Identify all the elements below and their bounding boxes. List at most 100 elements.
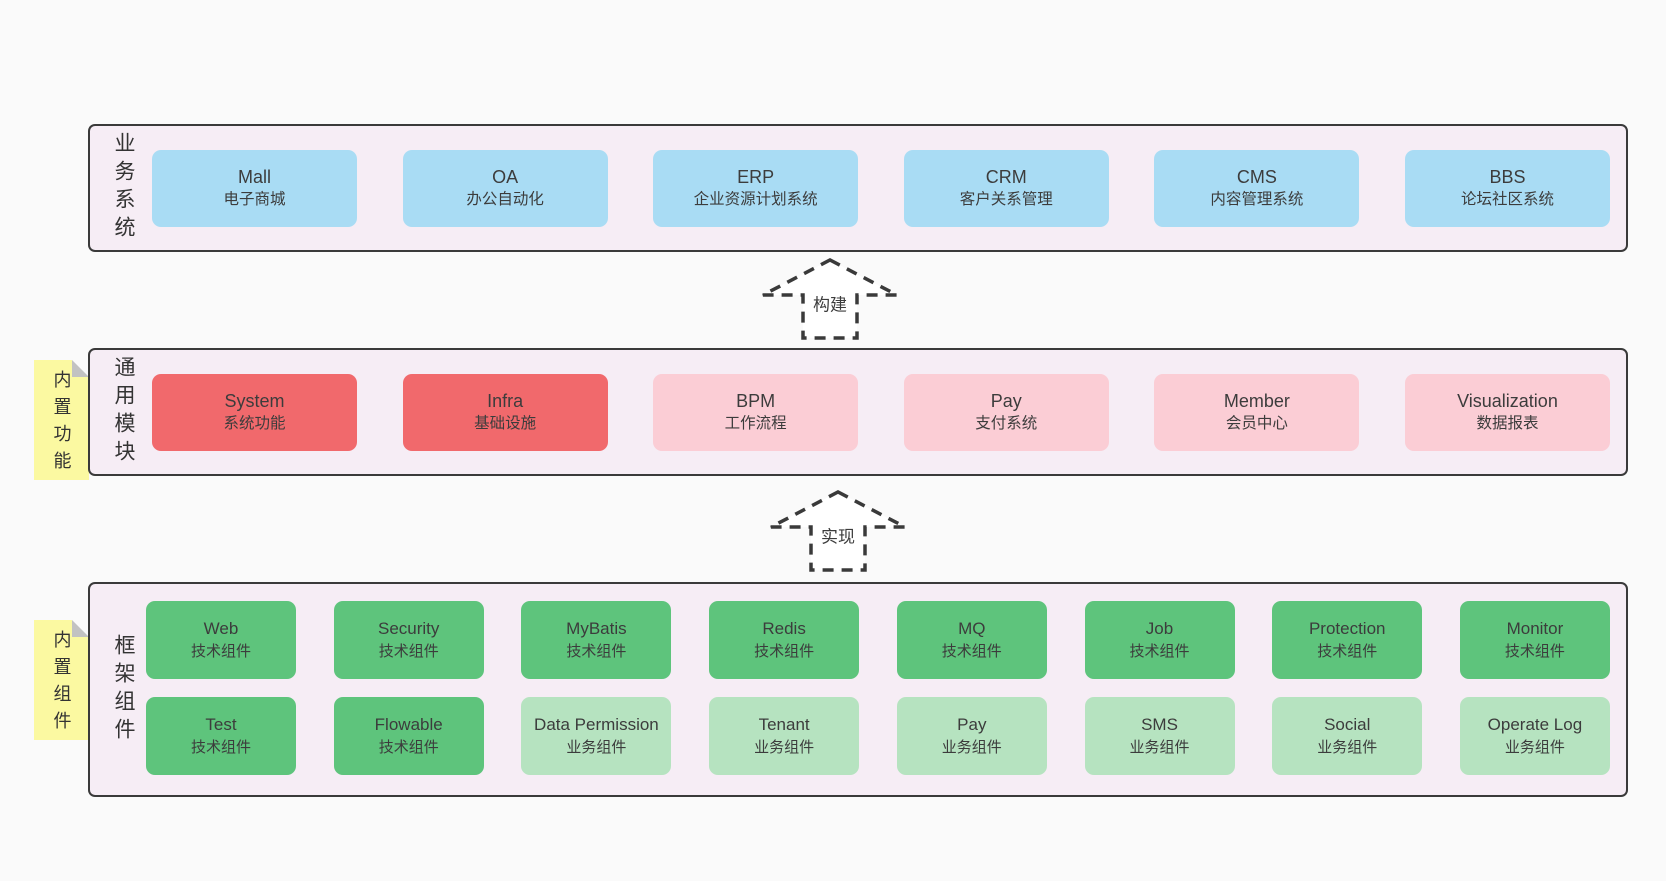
box-title: Redis [762, 618, 806, 638]
box-title: Social [1324, 714, 1371, 734]
arrow-label-implement: 实现 [818, 520, 858, 550]
box-mall: Mall 电子商城 [152, 149, 357, 227]
box-subtitle: 技术组件 [566, 642, 627, 660]
box-subtitle: 系统功能 [223, 414, 286, 432]
box-title: Pay [957, 714, 987, 734]
sticky-label: 内置功能 [51, 370, 72, 478]
box-title: System [224, 390, 285, 411]
box-subtitle: 内容管理系统 [1210, 190, 1304, 208]
box-title: Job [1145, 618, 1174, 638]
up-arrow-build: 构建 [760, 257, 900, 341]
box-test: Test 技术组件 [146, 697, 296, 775]
box-title: Test [205, 714, 237, 734]
box-subtitle: 技术组件 [1129, 642, 1190, 660]
box-pay-system: Pay 支付系统 [903, 373, 1109, 451]
box-title: Security [377, 618, 440, 638]
box-subtitle: 技术组件 [190, 642, 251, 660]
box-title: Web [203, 618, 239, 638]
box-title: MyBatis [566, 618, 627, 638]
box-title: BBS [1489, 166, 1526, 187]
box-subtitle: 业务组件 [1317, 738, 1378, 756]
up-arrow-implement: 实现 [768, 489, 908, 573]
sticky-label: 内置组件 [51, 630, 72, 738]
business-box-row: Mall 电子商城 OA 办公自动化 ERP 企业资源计划系统 CRM 客户关系… [152, 126, 1610, 250]
box-mybatis: MyBatis 技术组件 [521, 601, 672, 679]
box-title: SMS [1141, 714, 1178, 734]
box-tenant: Tenant 业务组件 [709, 697, 860, 775]
box-subtitle: 技术组件 [754, 642, 815, 660]
box-title: Monitor [1506, 618, 1564, 638]
box-bpm: BPM 工作流程 [653, 373, 859, 451]
component-row-1: Web 技术组件 Security 技术组件 MyBatis 技术组件 Redi… [146, 601, 1610, 679]
component-row-2: Test 技术组件 Flowable 技术组件 Data Permission … [146, 697, 1610, 775]
section-label-framework-components: 框架组件 [112, 633, 135, 746]
box-subtitle: 会员中心 [1225, 414, 1288, 432]
box-title: MQ [958, 618, 986, 638]
box-web: Web 技术组件 [146, 601, 296, 679]
box-title: BPM [736, 390, 776, 411]
section-label-common-modules: 通用模块 [112, 356, 135, 468]
box-erp: ERP 企业资源计划系统 [653, 149, 859, 227]
box-social: Social 业务组件 [1272, 697, 1423, 775]
box-infra: Infra 基础设施 [402, 373, 608, 451]
box-subtitle: 技术组件 [378, 642, 439, 660]
box-subtitle: 办公自动化 [466, 190, 544, 208]
box-subtitle: 电子商城 [223, 190, 286, 208]
box-data-permission: Data Permission 业务组件 [521, 697, 672, 775]
box-subtitle: 业务组件 [941, 738, 1002, 756]
box-title: Tenant [758, 714, 810, 734]
box-flowable: Flowable 技术组件 [333, 697, 484, 775]
box-pay-component: Pay 业务组件 [896, 697, 1047, 775]
folded-corner-icon [72, 620, 89, 637]
box-title: Protection [1308, 618, 1386, 638]
section-common-modules: 通用模块 System 系统功能 Infra 基础设施 BPM 工作流程 Pay… [88, 348, 1628, 476]
box-title: Flowable [374, 714, 443, 734]
box-member: Member 会员中心 [1154, 373, 1360, 451]
box-subtitle: 技术组件 [1504, 642, 1565, 660]
box-system: System 系统功能 [152, 373, 357, 451]
box-subtitle: 业务组件 [754, 738, 815, 756]
box-subtitle: 支付系统 [975, 414, 1038, 432]
box-security: Security 技术组件 [333, 601, 484, 679]
box-title: OA [492, 166, 519, 187]
box-title: Pay [990, 390, 1022, 411]
box-title: CRM [985, 166, 1027, 187]
box-title: Member [1223, 390, 1290, 411]
box-subtitle: 技术组件 [1317, 642, 1378, 660]
box-subtitle: 论坛社区系统 [1460, 190, 1554, 208]
box-title: Operate Log [1487, 714, 1583, 734]
box-subtitle: 技术组件 [378, 738, 439, 756]
component-box-grid: Web 技术组件 Security 技术组件 MyBatis 技术组件 Redi… [146, 601, 1610, 775]
box-subtitle: 业务组件 [1129, 738, 1190, 756]
box-title: CMS [1236, 166, 1277, 187]
box-monitor: Monitor 技术组件 [1459, 601, 1610, 679]
arrow-label-build: 构建 [810, 288, 850, 318]
box-subtitle: 客户关系管理 [959, 190, 1053, 208]
box-title: Infra [487, 390, 524, 411]
box-mq: MQ 技术组件 [896, 601, 1047, 679]
box-bbs: BBS 论坛社区系统 [1404, 149, 1610, 227]
box-subtitle: 业务组件 [1504, 738, 1565, 756]
box-oa: OA 办公自动化 [402, 149, 608, 227]
module-box-row: System 系统功能 Infra 基础设施 BPM 工作流程 Pay 支付系统… [152, 350, 1610, 474]
box-job: Job 技术组件 [1084, 601, 1235, 679]
folded-corner-icon [72, 360, 89, 377]
box-title: Visualization [1457, 390, 1558, 411]
section-framework-components: 框架组件 Web 技术组件 Security 技术组件 MyBatis 技术组件… [88, 582, 1628, 797]
section-label-business-systems: 业务系统 [112, 132, 135, 244]
box-title: ERP [737, 166, 775, 187]
box-subtitle: 企业资源计划系统 [693, 190, 818, 208]
box-subtitle: 技术组件 [190, 738, 251, 756]
box-operate-log: Operate Log 业务组件 [1459, 697, 1610, 775]
sticky-built-in-features: 内置功能 [34, 360, 89, 480]
box-subtitle: 业务组件 [566, 738, 627, 756]
box-title: Data Permission [534, 714, 659, 734]
box-subtitle: 技术组件 [941, 642, 1002, 660]
box-protection: Protection 技术组件 [1272, 601, 1423, 679]
box-subtitle: 数据报表 [1476, 414, 1539, 432]
box-visualization: Visualization 数据报表 [1404, 373, 1610, 451]
sticky-built-in-components: 内置组件 [34, 620, 89, 740]
box-title: Mall [237, 166, 271, 187]
section-business-systems: 业务系统 Mall 电子商城 OA 办公自动化 ERP 企业资源计划系统 CRM… [88, 124, 1628, 252]
